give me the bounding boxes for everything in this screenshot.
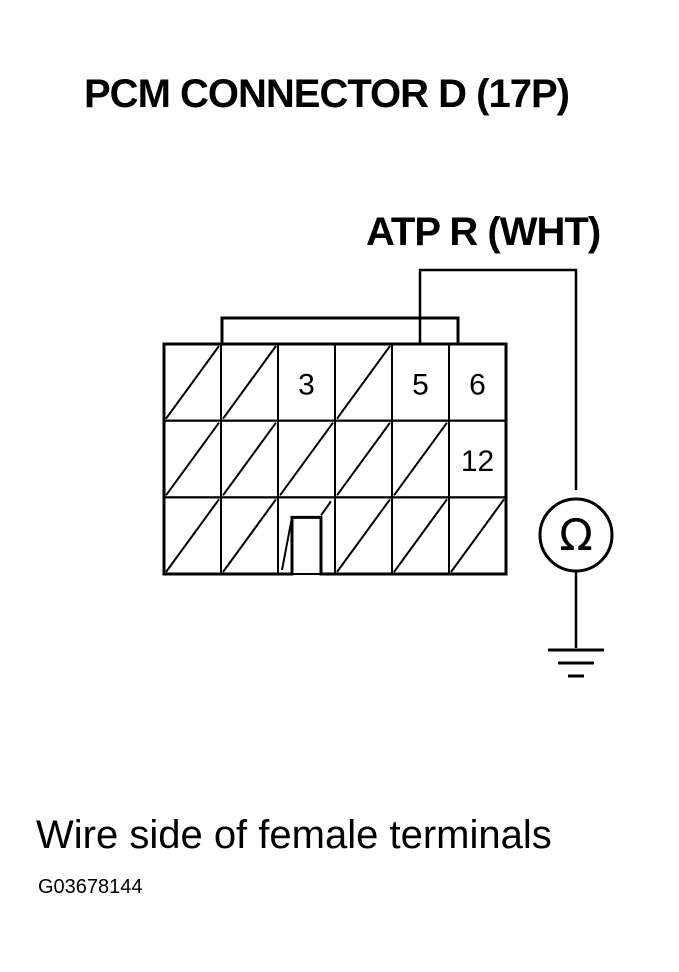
terminal-cell: 6 [448,343,507,422]
figure-id: G03678144 [38,876,143,898]
terminal-cell [391,419,450,499]
diagram-title: PCM CONNECTOR D (17P) [84,72,570,116]
terminal-cell: 12 [448,419,507,499]
caption: Wire side of female terminals [36,813,552,857]
terminal-cell [277,496,336,576]
terminal-cell [334,496,393,576]
terminal-cell: 5 [391,343,450,422]
test-lead-wire [418,268,578,490]
terminal-cell [277,419,336,499]
wire-label: ATP R (WHT) [366,210,601,254]
terminal-cell [391,496,450,576]
terminal-cell [163,343,222,422]
terminal-cell [334,419,393,499]
terminal-cell [448,496,507,576]
terminal-number-12: 12 [461,445,494,478]
terminal-number-5: 5 [412,368,429,401]
terminal-cell [163,419,222,499]
terminal-cell [334,343,393,422]
connector-lock-tab [220,316,460,344]
terminal-number-3: 3 [298,368,315,401]
terminal-cell [220,419,279,499]
terminal-number-6: 6 [469,368,486,401]
terminal-cell: 3 [277,343,336,422]
ohmmeter-icon: Ω [538,497,614,573]
connector-body: 3 5 6 12 [162,342,508,576]
terminal-cell [220,343,279,422]
terminal-cell [163,496,222,576]
ground-icon [548,648,604,678]
terminal-cell [220,496,279,576]
ohm-symbol: Ω [559,510,593,561]
